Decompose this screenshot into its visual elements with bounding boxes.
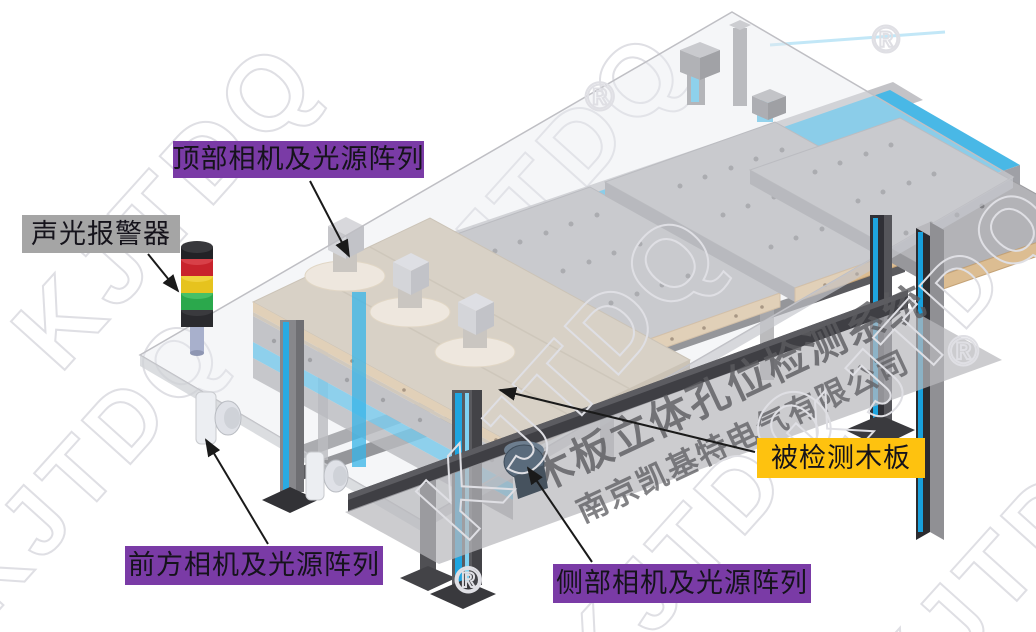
tower-light <box>181 241 213 356</box>
leader-arrows <box>147 180 756 563</box>
svg-text:®: ® <box>948 327 987 374</box>
machine-leg <box>262 320 318 513</box>
arrow-side-camera <box>526 466 593 563</box>
label-sound-light-alarm: 声光报警器 <box>22 215 180 253</box>
svg-text:®: ® <box>872 19 908 61</box>
side-rail <box>348 290 908 512</box>
label-front-camera-array: 前方相机及光源阵列 <box>125 546 383 585</box>
svg-text:®: ® <box>455 559 490 600</box>
back-post <box>729 20 751 106</box>
top-camera <box>369 253 451 328</box>
back-post <box>752 89 786 122</box>
top-camera <box>304 217 386 292</box>
front-cameras <box>195 391 349 501</box>
svg-text:®: ® <box>282 0 349 4</box>
label-top-camera-array: 顶部相机及光源阵列 <box>173 141 424 178</box>
detected-boards <box>418 117 1036 368</box>
top-camera <box>434 293 516 368</box>
wood-edge-strip <box>253 302 513 454</box>
arrow-detected-board <box>498 386 756 453</box>
label-side-camera-array: 侧部相机及光源阵列 <box>553 564 811 603</box>
arrow-alarm <box>147 253 180 293</box>
cyan-column <box>352 292 366 467</box>
label-detected-board: 被检测木板 <box>757 438 925 478</box>
svg-text:®: ® <box>585 75 622 119</box>
arrow-top-camera <box>309 180 350 258</box>
arrow-front-camera <box>204 438 269 545</box>
front-camera <box>195 391 242 445</box>
svg-text:®: ® <box>1029 92 1036 152</box>
tower-light-pole <box>190 325 204 353</box>
front-camera <box>305 451 349 501</box>
back-post <box>680 42 720 105</box>
detected-board <box>748 117 1036 291</box>
